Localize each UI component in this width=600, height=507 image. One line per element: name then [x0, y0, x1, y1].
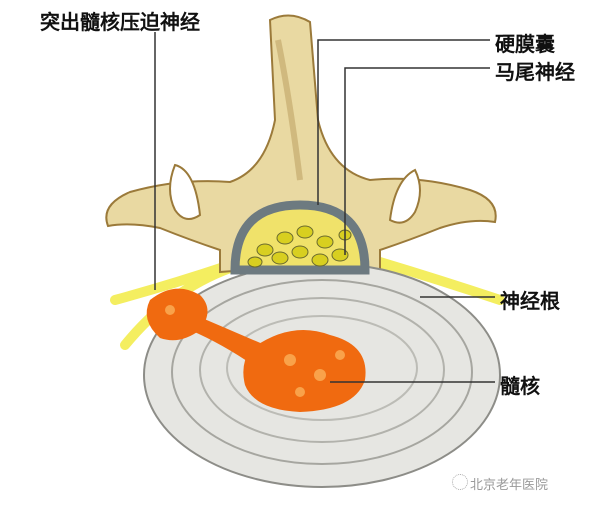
label-cauda-equina: 马尾神经 [495, 60, 575, 84]
wechat-icon [452, 474, 468, 490]
watermark: 北京老年医院 [470, 478, 549, 493]
dural-sac [230, 200, 370, 275]
label-dural-sac: 硬膜囊 [495, 32, 555, 56]
label-nerve-root: 神经根 [500, 289, 560, 313]
label-herniated-nucleus: 突出髓核压迫神经 [40, 10, 200, 34]
nucleus-pulposus [146, 288, 366, 412]
leader-lines [154, 32, 495, 383]
label-nucleus-pulposus: 髓核 [500, 374, 540, 398]
